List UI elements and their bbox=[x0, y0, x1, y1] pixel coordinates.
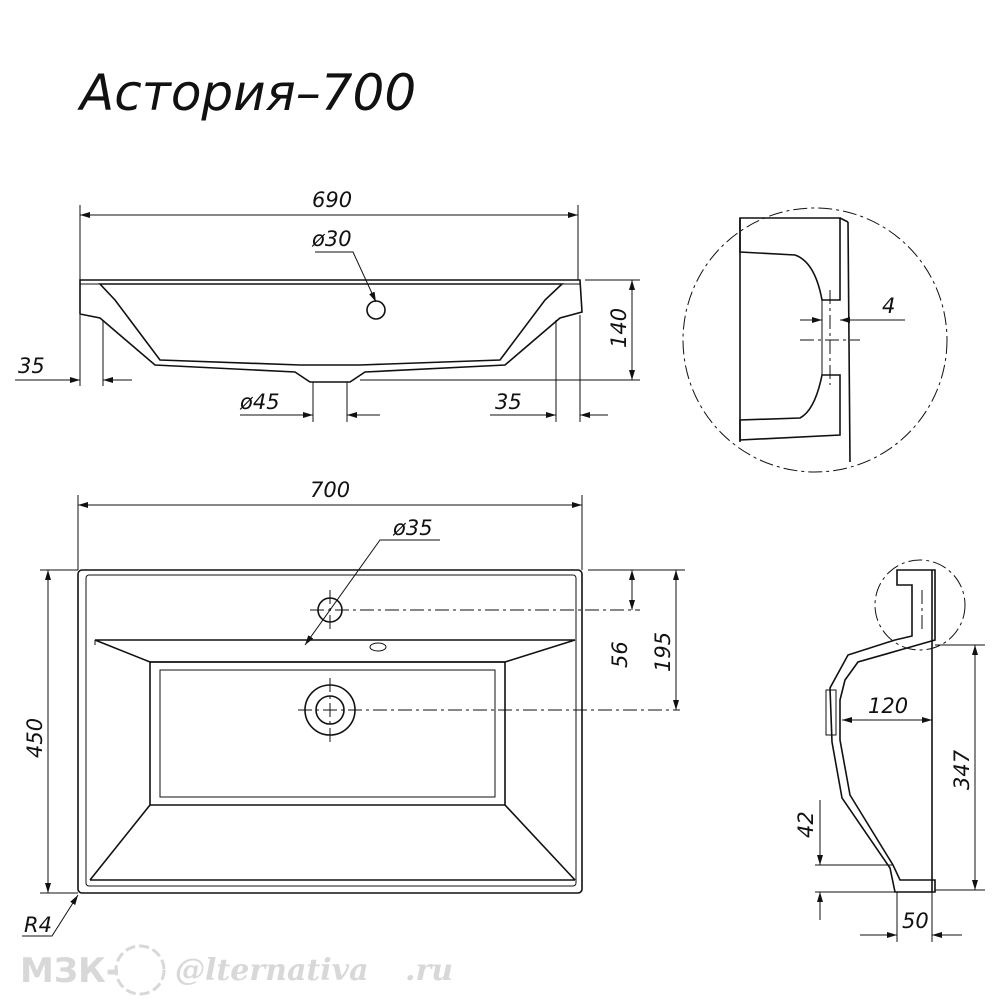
watermark-at-icon bbox=[114, 944, 166, 996]
drawing-title: Астория–700 bbox=[77, 64, 416, 122]
width-label: 690 bbox=[312, 188, 352, 212]
watermark-suffix: .ru bbox=[405, 953, 453, 988]
drain-label: ø45 bbox=[239, 390, 280, 414]
watermark: МЗК- @lternativa .ru bbox=[20, 944, 453, 996]
depth-label: 450 bbox=[23, 718, 47, 758]
watermark-brand: @lternativa bbox=[175, 953, 369, 988]
height-label: 347 bbox=[950, 749, 974, 790]
overflow-hole bbox=[369, 642, 387, 652]
foot-label: 50 bbox=[902, 909, 929, 933]
watermark-prefix: МЗК- bbox=[20, 951, 120, 991]
tap-hole bbox=[366, 300, 386, 320]
side-view: 120 347 42 50 bbox=[794, 559, 985, 942]
detail-view: 4 bbox=[682, 207, 948, 473]
corner-radius-label: R4 bbox=[24, 913, 52, 937]
wall-thickness-label: 4 bbox=[882, 294, 895, 318]
plan-view: ø35 700 56 195 450 R4 bbox=[22, 478, 685, 937]
width-label: 700 bbox=[310, 478, 350, 502]
rim-right-label: 35 bbox=[495, 390, 522, 414]
tap-hole-label: ø30 bbox=[311, 227, 352, 251]
tap-hole-label: ø35 bbox=[392, 516, 433, 540]
drain-offset-label: 195 bbox=[651, 632, 675, 672]
height-label: 140 bbox=[607, 308, 631, 348]
rim-left-label: 35 bbox=[18, 354, 45, 378]
base-label: 42 bbox=[794, 811, 818, 838]
drain-depth-label: 120 bbox=[868, 694, 908, 718]
tap-offset-label: 56 bbox=[608, 641, 632, 668]
section-view: ø30 690 140 35 ø45 35 bbox=[15, 188, 640, 422]
